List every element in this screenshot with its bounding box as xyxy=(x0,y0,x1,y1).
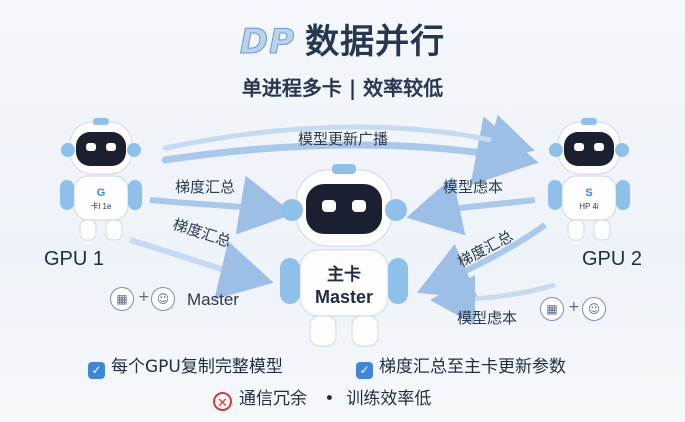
chip-icon: ▦ xyxy=(110,287,134,311)
gpu1-label: GPU 1 xyxy=(44,248,105,270)
title-main: 数据并行 xyxy=(305,22,446,62)
cross-icon: ✕ xyxy=(213,392,232,411)
check-icon: ✓ xyxy=(356,362,373,379)
gpu1-robot: G 卡l 1e xyxy=(60,118,142,241)
label-copy-right-top: 模型虑本 xyxy=(443,178,504,196)
copy-right-bottom-arrow xyxy=(430,274,556,325)
gpu1-badge-line2: 卡l 1e xyxy=(91,201,112,211)
label-copy-right-bottom: 模型虑本 xyxy=(457,309,518,327)
gpu2-label: GPU 2 xyxy=(582,248,643,270)
gpu2-badge-line2: HP 4i xyxy=(579,202,599,211)
page-subtitle: 单进程多卡 | 效率较低 xyxy=(241,76,444,100)
check-icon: ✓ xyxy=(88,362,105,379)
master-robot: 主卡 Master xyxy=(280,164,408,347)
broadcast-arrow xyxy=(161,116,539,186)
drawback-part1: 通信冗余 xyxy=(239,389,307,409)
feature-full-model-copy: ✓ 每个GPU复制完整模型 xyxy=(88,352,283,379)
gpu1-badge-line1: G xyxy=(97,187,106,199)
label-grad-sum-left-top: 梯度汇总 xyxy=(175,178,236,196)
broadcast-arrow-top xyxy=(162,114,535,164)
feature-grad-sum-master: ✓ 梯度汇总至主卡更新参数 xyxy=(356,352,566,379)
feature-grad-sum-master-text: 梯度汇总至主卡更新参数 xyxy=(379,357,566,377)
copy-right-arrow xyxy=(406,176,536,236)
separator-dot: • xyxy=(324,389,335,409)
drawback-part2: 训练效率低 xyxy=(346,389,432,409)
gpu2-robot: S HP 4i xyxy=(548,118,630,241)
legend-master-text: Master xyxy=(187,290,239,309)
master-label-line2: Master xyxy=(315,287,373,307)
robot-icon: ☺ xyxy=(151,287,175,311)
label-broadcast: 模型更新广播 xyxy=(298,130,389,148)
grad-sum-left-arrow-2 xyxy=(129,237,274,300)
grad-sum-left-arrow-1 xyxy=(149,175,294,235)
master-label-line1: 主卡 xyxy=(327,264,361,285)
plus-icon: + xyxy=(138,289,150,305)
title-prefix: DP xyxy=(239,22,296,63)
feature-drawbacks: ✕ 通信冗余 • 训练效率低 xyxy=(213,384,431,411)
plus-icon-right: + xyxy=(568,299,580,315)
feature-full-model-copy-text: 每个GPU复制完整模型 xyxy=(111,357,283,377)
gpu2-badge-line1: S xyxy=(585,187,592,199)
chip-icon-right: ▦ xyxy=(540,297,564,321)
robot-icon-right: ☺ xyxy=(582,297,606,321)
